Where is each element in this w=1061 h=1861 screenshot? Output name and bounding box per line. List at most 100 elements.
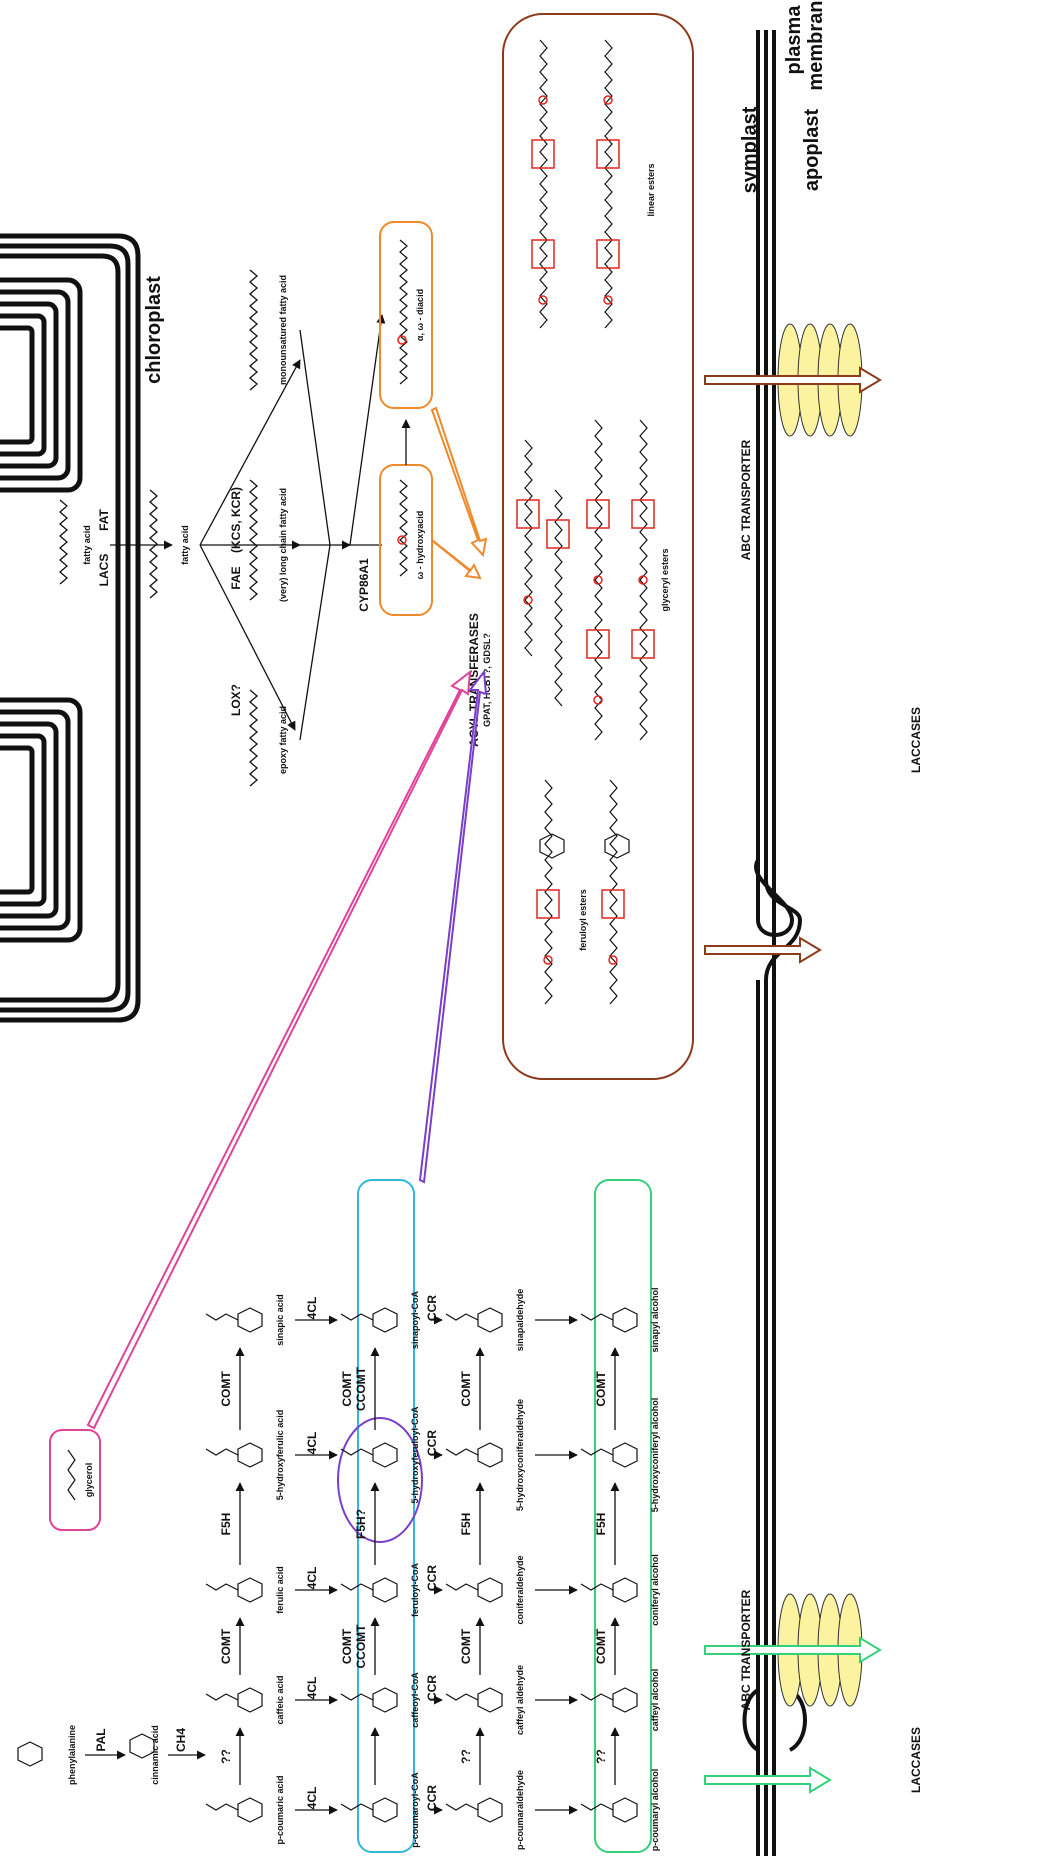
fatty-acid-pathway: fatty acid LACS FAT fatty acid FAE (KCS,…: [60, 222, 492, 786]
glyceryl-esters-label: glyceryl esters: [660, 548, 670, 611]
column-enzyme-label: COMT: [219, 1371, 233, 1407]
very-long-chain-structure: [250, 480, 257, 600]
lacs-label: LACS: [97, 554, 111, 587]
acid-sidechain: [206, 1694, 238, 1700]
plasma-membrane-label-2: membrane: [805, 0, 827, 91]
column-enzyme-label: ??: [459, 1749, 473, 1764]
abc-transporter-lower: ABC TRANSPORTER: [705, 1589, 880, 1710]
fatty-acid-label-1: fatty acid: [82, 525, 92, 565]
feruloyl-esters-label: feruloyl esters: [578, 889, 588, 951]
monounsaturated-structure: [250, 270, 257, 390]
row-enzyme-label: CCR: [425, 1785, 439, 1811]
coa-label: caffeoyl-CoA: [410, 1672, 420, 1728]
alcohol-sidechain: [581, 1584, 613, 1590]
alcohol-label: coniferyl alcohol: [650, 1554, 660, 1626]
acid-label: sinapic acid: [275, 1294, 285, 1346]
row-enzyme-label: CCR: [425, 1565, 439, 1591]
aldehyde-label: coniferaldehyde: [515, 1555, 525, 1624]
acid-label: ferulic acid: [275, 1566, 285, 1614]
column-enzyme-label: COMT: [459, 1628, 473, 1664]
esters-box: linear esters glyceryl esters: [503, 14, 693, 1079]
lox-label: LOX?: [229, 684, 243, 716]
kcs-kcr-label: (KCS, KCR): [229, 487, 243, 553]
aldehyde-label: caffeyl aldehyde: [515, 1665, 525, 1735]
aldehyde-sidechain: [446, 1314, 478, 1320]
glyceryl-esters: glyceryl esters: [517, 420, 670, 740]
acid-sidechain: [206, 1449, 238, 1455]
coa-structure: [373, 1798, 397, 1822]
alcohol-label: 5-hydroxyconiferyl alcohol: [650, 1398, 660, 1513]
phenylpropanoid-grid: p-coumaric acid caffeic acid ferulic acid 5…: [206, 1287, 660, 1851]
column-enzyme-label: COMT: [340, 1371, 354, 1407]
coa-structure: [373, 1688, 397, 1712]
column-enzyme-label: COMT: [594, 1371, 608, 1407]
linear-esters-label: linear esters: [646, 163, 656, 216]
row-enzyme-label: 4CL: [305, 1297, 319, 1320]
epoxy-fatty-acid-structure: [250, 690, 257, 786]
fae-label: FAE: [229, 566, 243, 589]
aldehyde-structure: [478, 1308, 502, 1332]
column-enzyme-label: COMT: [219, 1628, 233, 1664]
plasma-membrane-label-1: plasma: [783, 5, 805, 75]
alcohol-sidechain: [581, 1804, 613, 1810]
aldehyde-label: 5-hydroxyconiferaldehyde: [515, 1399, 525, 1511]
very-long-chain-label: (very) long chain fatty acid: [278, 488, 288, 602]
acid-label: 5-hydroxyferulic acid: [275, 1410, 285, 1501]
acid-sidechain: [206, 1804, 238, 1810]
apoplast-label: apoplast: [801, 109, 823, 192]
coa-structure: [373, 1308, 397, 1332]
omega-hydroxyacid-structure: [400, 480, 407, 576]
hydroxyacid-to-transferase-arrow: [432, 540, 480, 578]
phenylalanine-structure: [18, 1742, 42, 1766]
converge-line: [300, 545, 330, 740]
cinnamic-acid-label: cinnamic acid: [150, 1725, 160, 1785]
feruloyl-esters: feruloyl esters: [537, 780, 629, 1004]
fatty-acid-structure: [60, 500, 67, 584]
column-enzyme-label: CCOMT: [354, 1366, 368, 1411]
alcohol-sidechain: [581, 1449, 613, 1455]
coa-structure: [373, 1578, 397, 1602]
ester-export-arrow-2: [705, 938, 820, 962]
acid-label: caffeic acid: [275, 1675, 285, 1724]
column-enzyme-label: COMT: [594, 1628, 608, 1664]
coa-structure: [373, 1443, 397, 1467]
aldehyde-sidechain: [446, 1449, 478, 1455]
chloroplast-label: chloroplast: [143, 276, 165, 384]
omega-hydroxyacid-label: ω - hydroxyacid: [415, 511, 425, 580]
acid-structure: [238, 1443, 262, 1467]
diacid-label: α, ω - diacid: [415, 289, 425, 341]
row-enzyme-label: 4CL: [305, 1432, 319, 1455]
symplast-label: symplast: [739, 106, 761, 193]
acid-structure: [238, 1578, 262, 1602]
cyp86a1-label: CYP86A1: [357, 558, 371, 612]
row-enzyme-label: CCR: [425, 1295, 439, 1321]
row-enzyme-label: CCR: [425, 1675, 439, 1701]
column-enzyme-label: COMT: [459, 1371, 473, 1407]
aldehyde-structure: [478, 1688, 502, 1712]
converge-line: [300, 330, 330, 545]
coa-label: 5-hydroxyferuloyl-CoA: [410, 1406, 420, 1504]
acid-structure: [238, 1798, 262, 1822]
alcohol-sidechain: [581, 1314, 613, 1320]
acid-label: p-coumaric acid: [275, 1775, 285, 1844]
column-enzyme-label: CCOMT: [354, 1624, 368, 1669]
coa-label: feruloyl-CoA: [410, 1562, 420, 1617]
column-enzyme-label: COMT: [340, 1628, 354, 1664]
alcohol-label: sinapyl alcohol: [650, 1287, 660, 1352]
thylakoid-stack: [0, 280, 80, 490]
column-enzyme-label: F5H: [594, 1513, 608, 1536]
coa-label: sinapoyl-CoA: [410, 1291, 420, 1350]
alcohol-structure: [613, 1798, 637, 1822]
ch4-label: CH4: [174, 1728, 188, 1752]
pal-label: PAL: [94, 1728, 108, 1751]
glycerol-label: glycerol: [84, 1463, 94, 1498]
acid-structure: [238, 1688, 262, 1712]
aldehyde-sidechain: [446, 1694, 478, 1700]
linear-esters: linear esters: [532, 40, 656, 328]
column-enzyme-label: ??: [219, 1749, 233, 1764]
laccases-label-1: LACCASES: [909, 707, 923, 773]
aldehyde-sidechain: [446, 1584, 478, 1590]
acid-sidechain: [206, 1314, 238, 1320]
acid-sidechain: [206, 1584, 238, 1590]
aldehyde-structure: [478, 1798, 502, 1822]
